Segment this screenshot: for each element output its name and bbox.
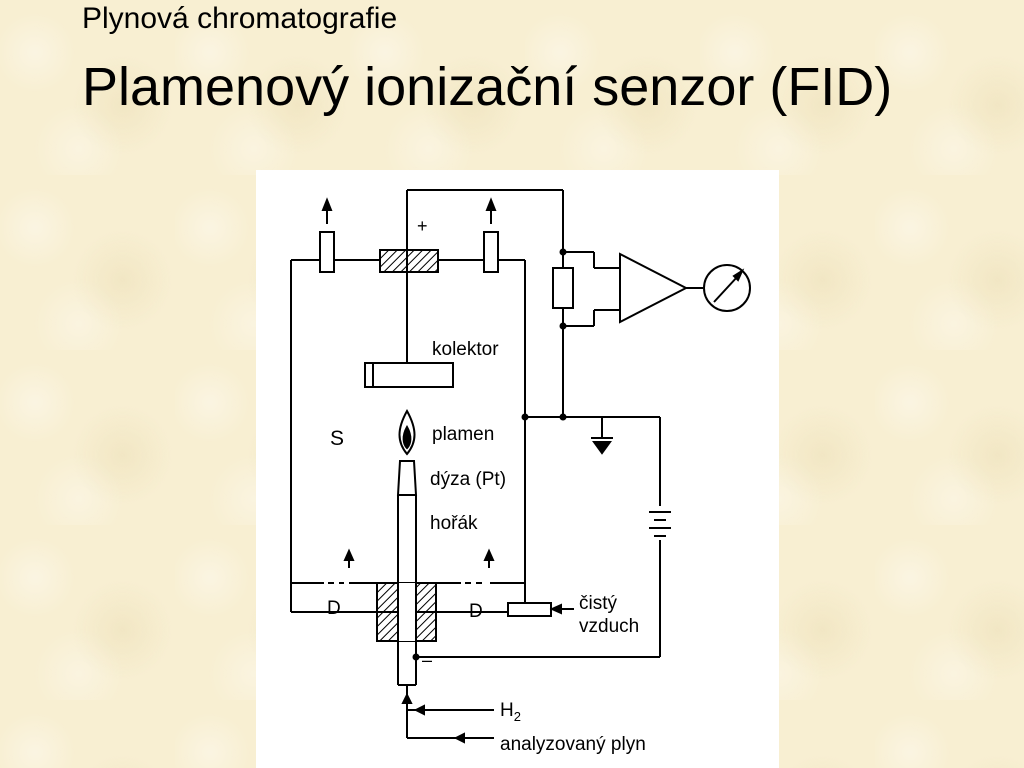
gas-feed <box>401 685 494 744</box>
hydrogen-symbol: H <box>500 700 514 721</box>
sample-gas-label: analyzovaný plyn <box>500 734 646 755</box>
minus-sign-label: – <box>422 650 432 670</box>
hydrogen-subscript: 2 <box>514 709 521 724</box>
collector-label: kolektor <box>432 339 499 360</box>
flame <box>398 408 416 456</box>
nozzle-label: dýza (Pt) <box>430 469 506 490</box>
slide-subtitle: Plynová chromatografie <box>82 2 398 35</box>
flame-label: plamen <box>432 424 494 445</box>
exhaust-ports <box>319 197 499 273</box>
diffuser-top <box>291 548 525 584</box>
clean-air-label-line2: vzduch <box>579 616 639 637</box>
collector-electrode <box>364 362 454 388</box>
fid-schematic: + – kolektor S plamen dýza (Pt) hořák D … <box>290 189 751 755</box>
meter <box>703 264 751 312</box>
clean-air-label-line1: čistý <box>579 593 618 614</box>
burner-tube <box>396 460 418 686</box>
chamber-label: S <box>330 427 344 450</box>
diffuser-right-label: D <box>469 601 483 622</box>
slide-title: Plamenový ionizační senzor (FID) <box>82 57 893 117</box>
clean-air-inlet <box>507 602 574 617</box>
plus-sign-label: + <box>417 216 428 236</box>
resistor <box>552 251 620 327</box>
fid-diagram-panel: + – kolektor S plamen dýza (Pt) hořák D … <box>256 170 779 768</box>
ground-bus <box>525 416 661 506</box>
amplifier <box>619 252 689 324</box>
battery <box>414 511 671 658</box>
hydrogen-label: H2 <box>500 700 521 724</box>
diffuser-left-label: D <box>327 598 341 619</box>
burner-label: hořák <box>430 513 478 534</box>
insulator <box>379 249 439 273</box>
